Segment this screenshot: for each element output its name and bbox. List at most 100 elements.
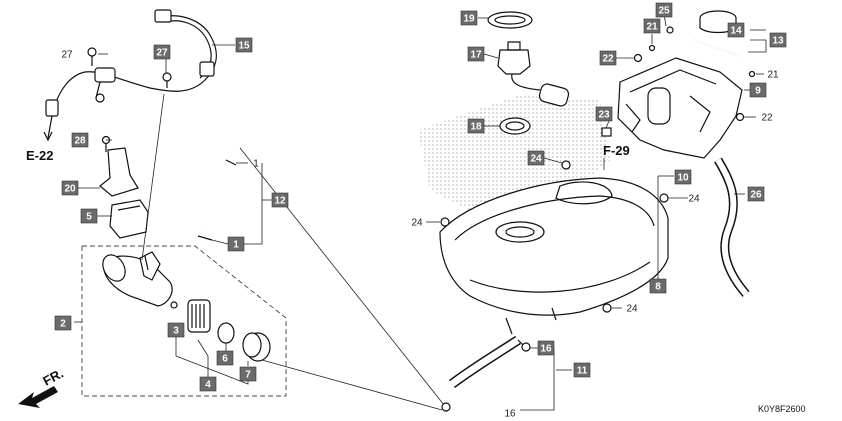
callout-c10: 10 [674,169,692,185]
callout-number: 21 [767,70,779,81]
callout-c8: 8 [649,278,667,294]
bolt-24-right [659,193,669,203]
callout-box [599,50,617,66]
screw-21-top [648,44,656,52]
callout-c17: 17 [467,46,485,62]
callout-number: 28 [74,136,86,147]
callout-number: 25 [658,6,670,17]
seal-ring-6 [217,322,235,344]
ring-19 [487,11,533,29]
callout-c22b: 22 [761,113,773,124]
callout-c11: 11 [573,362,591,378]
callout-number: 9 [755,86,761,97]
callout-c21b: 21 [767,70,779,81]
callout-box [727,22,745,38]
fuel-pump-17 [497,41,570,107]
fuel-cap-13 [699,10,737,34]
callout-c25: 25 [655,2,673,18]
diagram-code: K0Y8F2600 [758,404,806,414]
callout-c24d: 24 [626,304,638,315]
callout-number: 21 [646,22,658,33]
callout-number: 16 [540,344,552,355]
filter-housing [102,251,173,307]
callout-number: 10 [677,173,689,184]
screw-25 [666,26,674,34]
callout-box [227,236,245,252]
callout-c28: 28 [71,132,89,148]
nut-23 [601,127,612,137]
seal-18 [499,117,531,135]
callout-number: 4 [205,380,211,391]
callout-c24a: 24 [527,150,545,166]
grommet-10 [623,162,673,178]
callout-c16b: 16 [504,409,516,420]
callout-c2: 2 [54,315,72,331]
fuel-tank-8 [439,177,669,335]
callout-c26: 26 [747,186,765,202]
callout-number: 24 [530,154,542,165]
callout-box [747,186,765,202]
callout-c4: 4 [199,376,217,392]
callout-number: 22 [761,113,773,124]
small-oring [170,301,178,309]
callout-c22a: 22 [599,50,617,66]
callout-box [573,362,591,378]
callout-box [235,37,253,53]
callout-number: 27 [156,48,168,59]
bolt-24-left [440,217,450,227]
drain-hose-26 [714,157,750,297]
front-direction-arrow [18,386,58,408]
callout-box [71,132,89,148]
callout-number: 20 [64,184,76,195]
callout-number: 1 [253,159,259,170]
callout-c1a: 1 [253,159,259,170]
leader-long-a [239,147,449,411]
callout-number: 6 [222,354,228,365]
callout-box [527,150,545,166]
cap-7 [242,332,271,362]
group-box-2 [81,245,287,397]
callout-number: 13 [772,36,784,47]
callout-box [460,10,478,26]
callout-box [467,118,485,134]
callout-box [216,350,234,366]
bolt-24-top [561,160,571,170]
callout-c3: 3 [167,322,185,338]
bolt-22-top [633,53,643,63]
callout-box [167,322,185,338]
callout-box [54,315,72,331]
callout-number: 18 [470,122,482,133]
callout-c27b: 27 [153,44,171,60]
callout-box [649,278,667,294]
callout-c24c: 24 [688,194,700,205]
bolt-24-bottom [602,303,612,313]
callout-number: 11 [577,366,588,377]
callout-number: 1 [233,240,239,251]
callout-c24b: 24 [411,218,423,229]
callout-c16a: 16 [537,340,555,356]
callout-box [271,192,289,208]
filler-housing [617,57,743,159]
bolt-22-right [735,112,745,122]
ref-e22: E-22 [26,148,53,163]
callout-box [655,2,673,18]
callout-box [80,208,98,224]
holder-5 [109,199,149,239]
bracket-20 [99,147,139,197]
callout-layer: 1123456789101112131415161617181920212122… [54,2,787,420]
callout-number: 19 [463,14,475,25]
callout-c18: 18 [467,118,485,134]
hose-11 [449,335,529,389]
clip-16 [441,342,531,412]
callout-number: 12 [274,196,286,207]
hose-12 [197,159,237,241]
bolt-27-right [162,72,172,88]
callout-number: 23 [598,110,610,121]
callout-number: 3 [173,326,179,337]
callout-box [595,106,613,122]
callout-number: 8 [655,282,661,293]
callout-c6: 6 [216,350,234,366]
callout-box [199,376,217,392]
